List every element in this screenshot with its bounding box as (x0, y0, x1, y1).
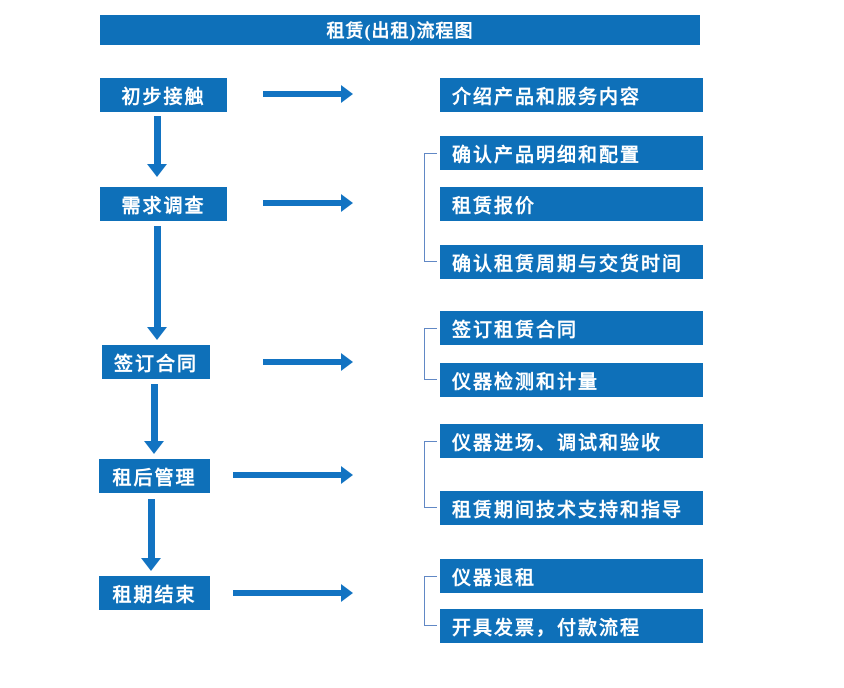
arrow-shaft (148, 499, 155, 558)
detail-label: 开具发票，付款流程 (452, 617, 642, 639)
arrow-head (341, 466, 353, 484)
detail-label: 签订租赁合同 (452, 319, 579, 341)
arrow-head (141, 558, 161, 571)
arrow-shaft (154, 116, 161, 164)
detail-label: 确认租赁周期与交货时间 (452, 253, 684, 275)
right-arrow-icon (263, 194, 353, 212)
arrow-shaft (233, 472, 341, 478)
arrow-shaft (151, 384, 158, 441)
detail-label: 确认产品明细和配置 (452, 144, 642, 166)
detail-label: 仪器进场、调试和验收 (452, 432, 663, 454)
step-label: 租期结束 (112, 584, 197, 606)
detail-label: 仪器退租 (452, 567, 537, 589)
flowchart-title: 租赁(出租)流程图 (326, 21, 474, 41)
detail-label: 租赁期间技术支持和指导 (452, 499, 684, 521)
right-arrow-icon (263, 85, 353, 103)
detail-label: 租赁报价 (452, 195, 537, 217)
detail-box-rental-quote: 租赁报价 (440, 187, 703, 221)
arrow-shaft (154, 226, 161, 327)
detail-box-technical-support: 租赁期间技术支持和指导 (440, 491, 703, 525)
arrow-shaft (263, 200, 341, 206)
group-bracket (424, 328, 437, 380)
detail-box-invoice-payment: 开具发票，付款流程 (440, 609, 703, 643)
arrow-head (341, 85, 353, 103)
step-label: 初步接触 (121, 86, 206, 108)
right-arrow-icon (233, 584, 353, 602)
detail-box-instrument-setup-acceptance: 仪器进场、调试和验收 (440, 424, 703, 458)
arrow-head (341, 353, 353, 371)
group-bracket (424, 153, 437, 262)
down-arrow-icon (141, 499, 162, 571)
right-arrow-icon (263, 353, 353, 371)
step-label: 签订合同 (113, 353, 198, 375)
step-box-demand-survey: 需求调查 (100, 187, 227, 221)
flowchart-title-banner: 租赁(出租)流程图 (100, 15, 700, 45)
step-label: 租后管理 (112, 467, 197, 489)
detail-box-sign-rental-contract: 签订租赁合同 (440, 311, 703, 345)
arrow-shaft (263, 359, 341, 365)
detail-label: 介绍产品和服务内容 (452, 86, 642, 108)
arrow-head (147, 164, 167, 177)
arrow-shaft (263, 91, 341, 97)
detail-box-instrument-return: 仪器退租 (440, 559, 703, 593)
arrow-head (341, 194, 353, 212)
arrow-head (144, 441, 164, 454)
step-label: 需求调查 (121, 195, 206, 217)
arrow-head (341, 584, 353, 602)
step-box-sign-contract: 签订合同 (102, 345, 210, 379)
detail-box-introduce-products: 介绍产品和服务内容 (440, 78, 703, 112)
group-bracket (424, 576, 437, 626)
right-arrow-icon (233, 466, 353, 484)
detail-label: 仪器检测和计量 (452, 371, 600, 393)
detail-box-confirm-rental-period: 确认租赁周期与交货时间 (440, 245, 703, 279)
down-arrow-icon (147, 226, 168, 340)
step-box-initial-contact: 初步接触 (100, 78, 227, 112)
down-arrow-icon (144, 384, 165, 454)
group-bracket (424, 441, 437, 508)
down-arrow-icon (147, 116, 168, 177)
arrow-head (147, 327, 167, 340)
detail-box-instrument-testing: 仪器检测和计量 (440, 363, 703, 397)
arrow-shaft (233, 590, 341, 596)
step-box-post-rental-management: 租后管理 (99, 459, 210, 493)
step-box-rental-end: 租期结束 (99, 576, 210, 610)
detail-box-confirm-product-details: 确认产品明细和配置 (440, 136, 703, 170)
